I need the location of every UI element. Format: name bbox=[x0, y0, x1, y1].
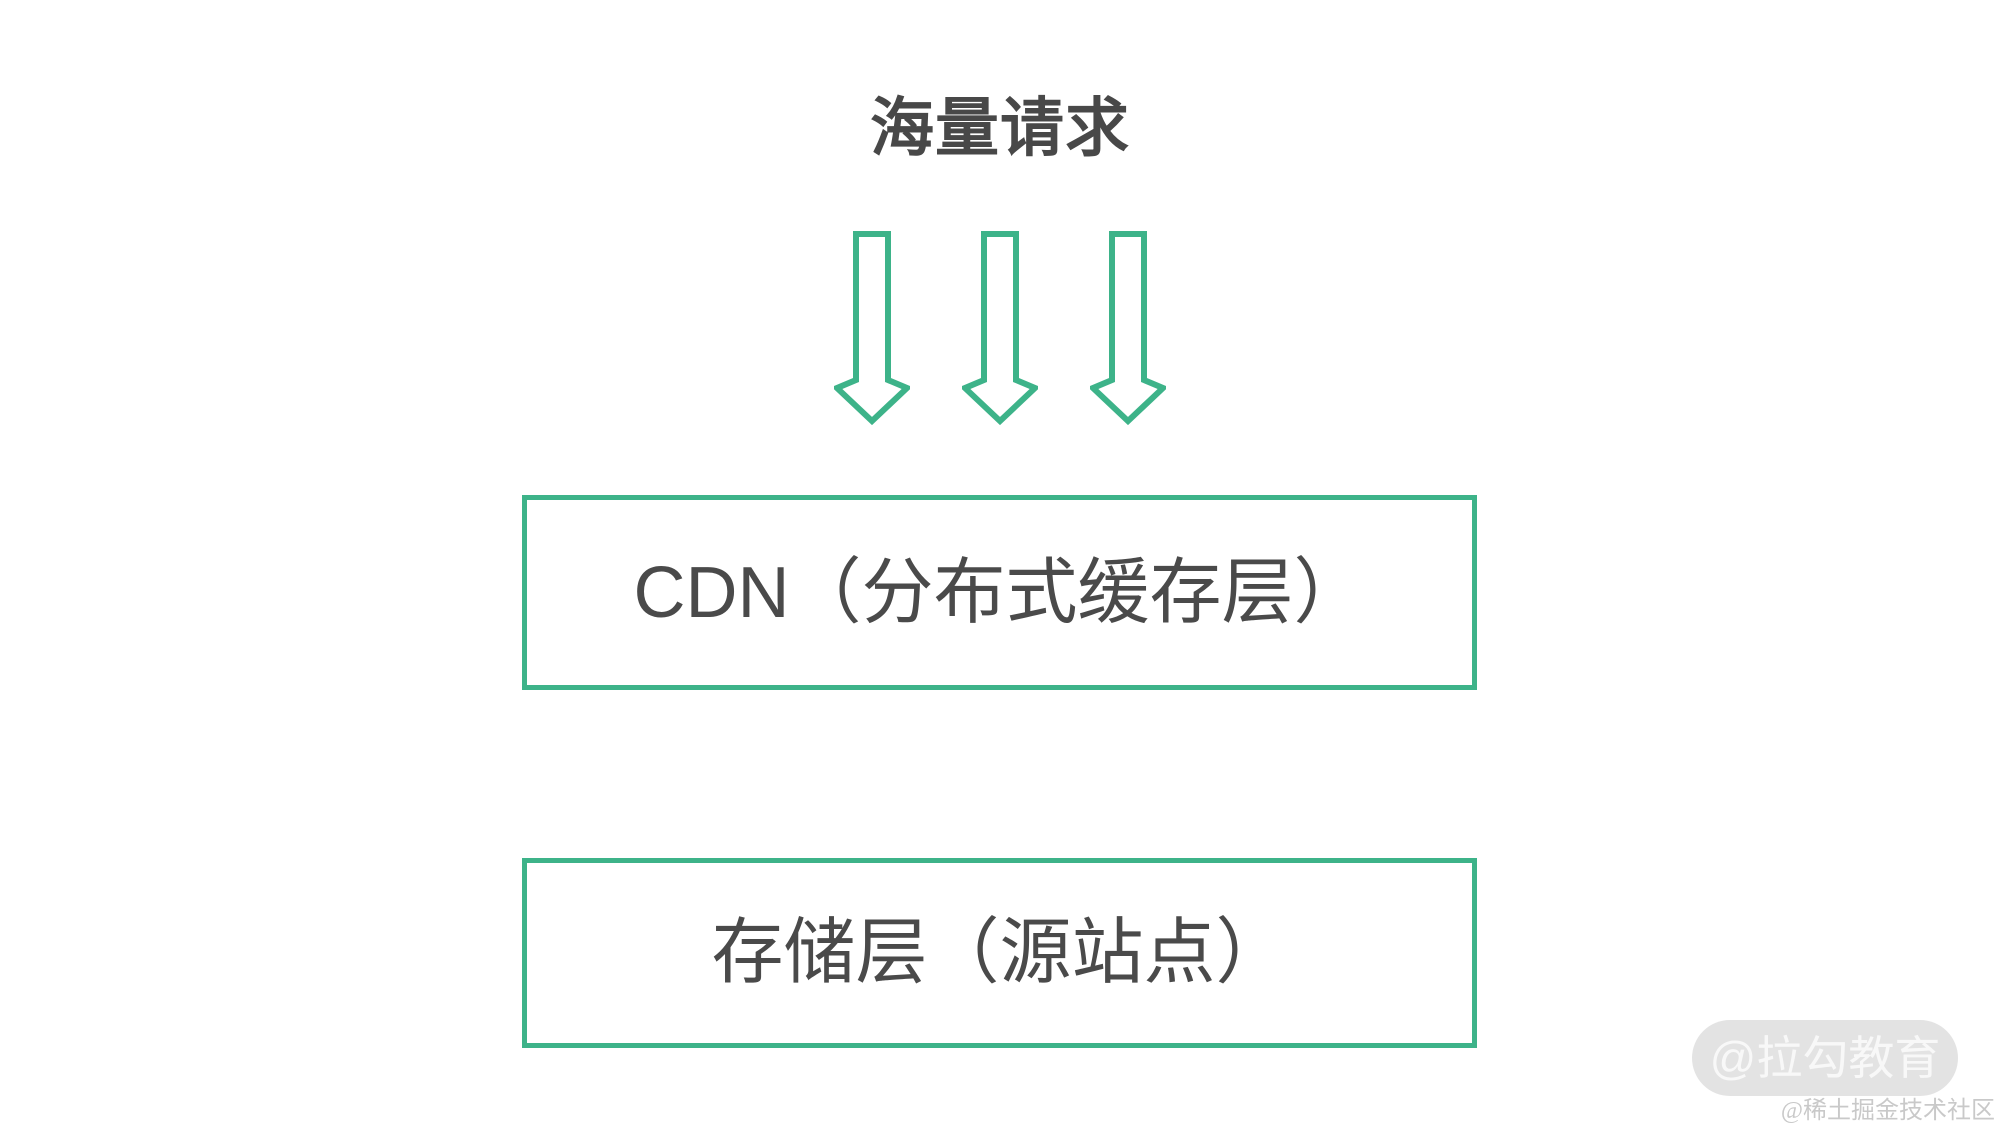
cdn-layer-label: CDN（分布式缓存层） bbox=[633, 552, 1366, 633]
diagram-title: 海量请求 bbox=[870, 92, 1130, 164]
watermark-badge: @拉勾教育 bbox=[1692, 1020, 1958, 1096]
community-watermark-label: @稀土掘金技术社区 bbox=[1780, 1098, 1995, 1124]
watermark-badge-label: @拉勾教育 bbox=[1709, 1032, 1941, 1084]
storage-layer-label: 存储层（源站点） bbox=[711, 913, 1288, 993]
storage-layer-box: 存储层（源站点） bbox=[522, 858, 1477, 1048]
cdn-layer-box: CDN（分布式缓存层） bbox=[522, 495, 1477, 690]
down-arrow-icon bbox=[1090, 231, 1166, 426]
down-arrow-icon bbox=[962, 231, 1038, 426]
down-arrow-icon bbox=[834, 231, 910, 426]
request-arrows-group bbox=[0, 230, 2000, 426]
